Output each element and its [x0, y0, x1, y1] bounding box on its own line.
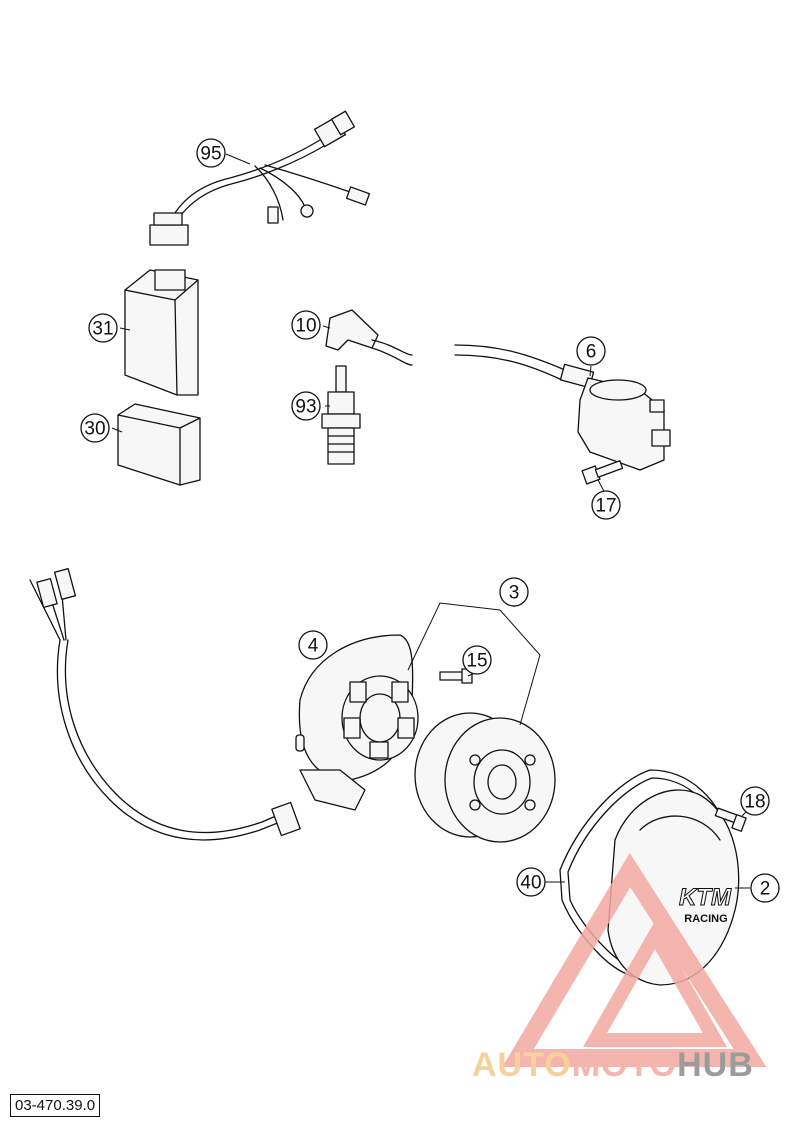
- callout-number: 40: [520, 873, 541, 894]
- callout-95: 95: [196, 138, 226, 168]
- callout-6: 6: [576, 336, 606, 366]
- svg-text:AUTOMOTOHUB: AUTOMOTOHUB: [472, 1046, 754, 1084]
- callout-circle: [740, 786, 770, 816]
- cover-logo-sub: RACING: [684, 913, 727, 925]
- stator-cable-part: [29, 568, 301, 841]
- flywheel-part: [414, 712, 556, 843]
- screw-17-part: [581, 460, 624, 485]
- watermark-triangle-inner: [582, 920, 728, 1047]
- callout-circle: [499, 577, 529, 607]
- spark-plug-part: [321, 365, 361, 465]
- stator-plate-part: [295, 634, 419, 811]
- callout-number: 31: [92, 319, 113, 340]
- callout-number: 95: [200, 144, 221, 165]
- callout-17: 17: [591, 490, 621, 520]
- watermark-auto: AUTO: [472, 1046, 572, 1084]
- callout-circle: [750, 873, 780, 903]
- watermark-moto: MOTO: [572, 1046, 677, 1084]
- spark-plug-cap-part: [325, 309, 413, 366]
- callout-number: 3: [509, 583, 520, 604]
- ignition-coil-part: [454, 344, 671, 471]
- leader-lines: [111, 153, 753, 889]
- callout-number: 6: [586, 342, 597, 363]
- callout-number: 15: [466, 651, 487, 672]
- callout-number: 10: [295, 316, 316, 337]
- callout-circle: [516, 867, 546, 897]
- callout-93: 93: [291, 391, 321, 421]
- callout-31: 31: [88, 313, 118, 343]
- callout-number: 2: [760, 879, 771, 900]
- cdi-unit-part: [124, 269, 199, 396]
- diagram-reference-code: 03-470.39.0: [10, 1094, 101, 1117]
- rubber-holder-part: [117, 403, 201, 486]
- wiring-harness-part: [149, 110, 371, 246]
- callout-number: 4: [308, 636, 319, 657]
- callout-circle: [462, 645, 492, 675]
- callout-3: 3: [499, 577, 529, 607]
- callout-2: 2: [750, 873, 780, 903]
- callout-circle: [196, 138, 226, 168]
- callout-15: 15: [462, 645, 492, 675]
- watermark-hub: HUB: [677, 1046, 754, 1084]
- callout-number: 18: [744, 792, 765, 813]
- callout-circle: [291, 310, 321, 340]
- callout-10: 10: [291, 310, 321, 340]
- ignition-cover-part: KTM RACING: [607, 789, 740, 986]
- callout-circle: [591, 490, 621, 520]
- callout-number: 93: [295, 397, 316, 418]
- callout-30: 30: [80, 413, 110, 443]
- cover-logo: KTM: [679, 884, 732, 911]
- callout-circle: [576, 336, 606, 366]
- callout-circle: [291, 391, 321, 421]
- callouts: 95 31 30 10 93 6 17 3 4 15 18 40 2: [80, 138, 780, 903]
- callout-number: 17: [595, 496, 616, 517]
- screw-18-part: [714, 807, 747, 832]
- callout-40: 40: [516, 867, 546, 897]
- callout-circle: [298, 630, 328, 660]
- watermark: AUTOMOTOHUB: [472, 852, 767, 1084]
- callout-circle: [88, 313, 118, 343]
- watermark-triangle-outer: [502, 852, 767, 1067]
- callout-circle: [80, 413, 110, 443]
- callout-number: 30: [84, 419, 105, 440]
- callout-4: 4: [298, 630, 328, 660]
- callout-18: 18: [740, 786, 770, 816]
